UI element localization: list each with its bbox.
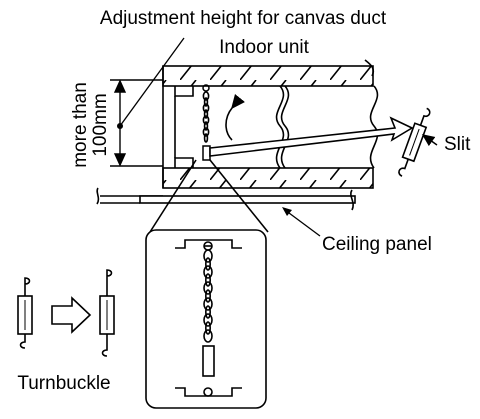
ceiling-break-left (96, 187, 100, 205)
upper-bracket (174, 86, 194, 97)
top-panel-hatch (162, 65, 374, 87)
dimension-label: 100mm (90, 93, 111, 156)
chain-link (203, 109, 209, 119)
slit-label: Slit (444, 134, 471, 155)
adjustment-leader-dot (117, 123, 123, 129)
turnbuckle-before (17, 277, 33, 349)
chain-link (203, 281, 213, 295)
adjustment-leader (119, 37, 185, 127)
ceiling-panel-label: Ceiling panel (322, 234, 432, 255)
chain-link (203, 133, 209, 143)
bottom-panel-hatch (162, 167, 374, 189)
chain-link (202, 103, 210, 113)
slit-leader (421, 134, 438, 147)
zoom-upper-bracket (175, 239, 242, 249)
turnbuckle-after (99, 269, 115, 357)
tb2-hook-top (106, 269, 113, 296)
break-line-2 (280, 85, 290, 169)
slit-turnbuckle (398, 107, 431, 177)
adjustment-height-label: Adjustment height for canvas duct (100, 8, 387, 29)
chain-link (202, 115, 210, 125)
tb1-hook-top (24, 277, 31, 296)
chain-link (205, 289, 212, 303)
break-line-1 (275, 85, 285, 169)
zoom-frame (145, 229, 267, 409)
chain-link (203, 265, 213, 279)
ceiling-panel-leader-tip (282, 207, 292, 216)
unit-turnbuckle (202, 145, 211, 161)
ceiling-panel-strip (139, 195, 356, 204)
zoom-bottom-hook (203, 387, 213, 397)
chain-link (202, 127, 210, 137)
indoor-unit-label: Indoor unit (219, 37, 310, 58)
dimension-marker (110, 79, 163, 167)
zoom-callout (145, 159, 269, 409)
more-than-label: more than (70, 82, 91, 168)
chain-in-unit (202, 84, 211, 161)
zoom-turnbuckle (202, 345, 215, 377)
chain-link (203, 121, 209, 131)
chain-link (203, 249, 213, 263)
adjust-arrow (225, 94, 245, 141)
break-top (364, 59, 375, 77)
chain-link (203, 313, 213, 327)
top-hook (202, 84, 210, 92)
turnbuckle-label: Turnbuckle (17, 373, 110, 394)
dim-arrow-top (113, 79, 127, 93)
chain-link (202, 91, 210, 101)
ceiling-panel-leader (284, 209, 321, 237)
chain-link (203, 329, 213, 343)
tb2-hook-bottom (101, 334, 108, 357)
chain-link (203, 297, 213, 311)
lower-bracket (174, 157, 194, 168)
dim-arrow-bottom (113, 153, 127, 167)
tb1-hook-bottom (19, 334, 26, 349)
chain-link (205, 321, 212, 335)
turnbuckle-arrow (51, 296, 92, 334)
indoor-unit-section (96, 59, 379, 211)
chain-link (203, 97, 209, 107)
slit-hook-top (419, 107, 431, 126)
slit-pointer-arrow (209, 116, 414, 157)
chain-link (205, 273, 212, 287)
slit-hook-bottom (398, 158, 409, 177)
ceiling-break-right (350, 189, 354, 211)
slit-center-line (409, 128, 420, 156)
break-line-3 (369, 85, 379, 169)
zoom-line-left (149, 159, 197, 233)
zoom-line-right (209, 159, 269, 233)
chain-link (205, 257, 212, 271)
chain-link (205, 305, 212, 319)
